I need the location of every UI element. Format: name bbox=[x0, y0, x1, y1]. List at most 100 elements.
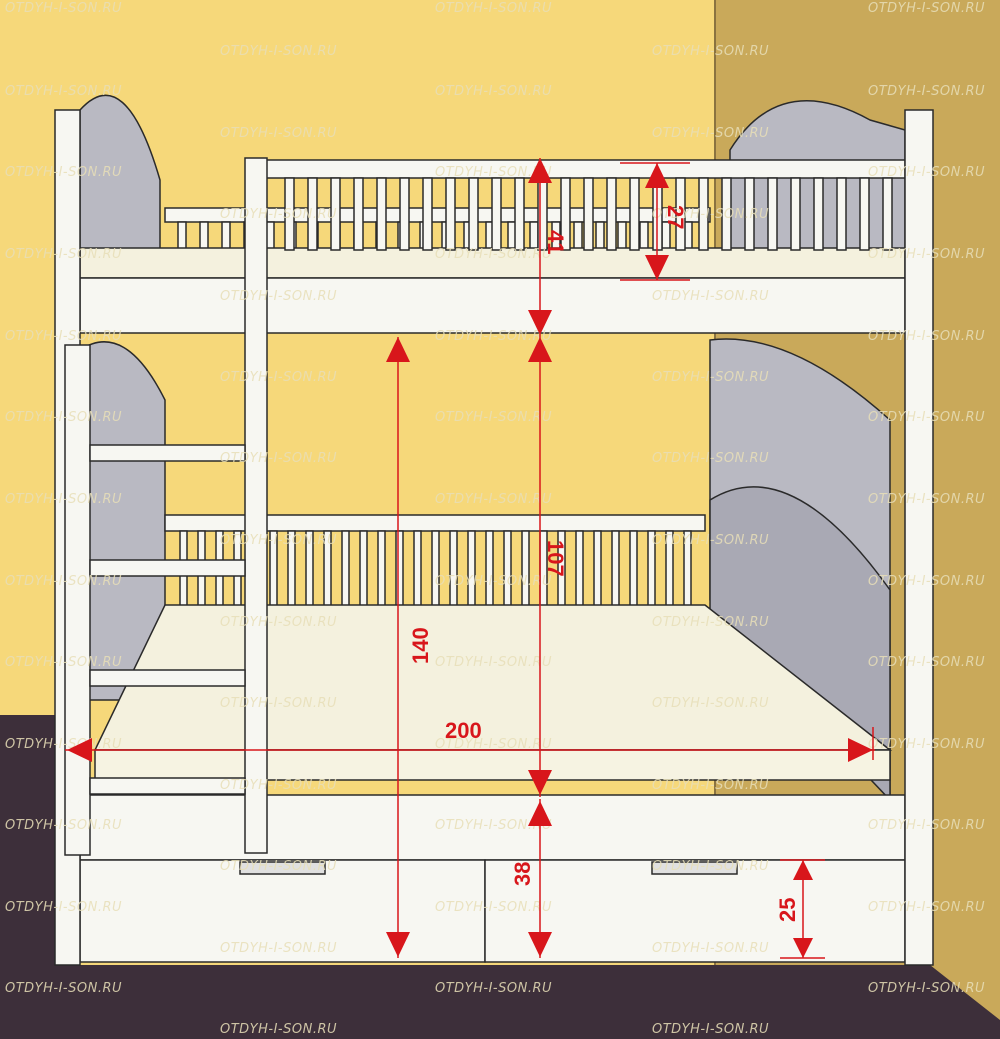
drawer-right bbox=[484, 859, 906, 963]
lower-back-slat bbox=[629, 530, 638, 607]
upper-back-rail bbox=[164, 207, 711, 223]
lower-back-slat bbox=[467, 530, 476, 607]
lower-back-slat bbox=[341, 530, 350, 607]
lower-back-slat bbox=[575, 530, 584, 607]
watermark-text: OTDYH-I-SON.RU bbox=[868, 165, 985, 180]
watermark-text: OTDYH-I-SON.RU bbox=[652, 941, 769, 956]
upper-back-slat bbox=[177, 221, 187, 251]
guard-slat bbox=[744, 177, 755, 251]
watermark-text: OTDYH-I-SON.RU bbox=[652, 533, 769, 548]
guard-slat bbox=[307, 177, 318, 251]
watermark-text: OTDYH-I-SON.RU bbox=[5, 574, 122, 589]
watermark-text: OTDYH-I-SON.RU bbox=[652, 126, 769, 141]
watermark-text: OTDYH-I-SON.RU bbox=[652, 370, 769, 385]
guard-slat bbox=[376, 177, 387, 251]
left-upper-headboard bbox=[79, 94, 161, 251]
watermark-text: OTDYH-I-SON.RU bbox=[5, 655, 122, 670]
lower-back-slat bbox=[593, 530, 602, 607]
watermark-text: OTDYH-I-SON.RU bbox=[868, 329, 985, 344]
watermark-text: OTDYH-I-SON.RU bbox=[652, 289, 769, 304]
watermark-text: OTDYH-I-SON.RU bbox=[5, 329, 122, 344]
watermark-text: OTDYH-I-SON.RU bbox=[868, 1, 985, 16]
watermark-text: OTDYH-I-SON.RU bbox=[435, 655, 552, 670]
watermark-text: OTDYH-I-SON.RU bbox=[5, 492, 122, 507]
ladder-left-rail bbox=[64, 344, 91, 856]
watermark-text: OTDYH-I-SON.RU bbox=[435, 410, 552, 425]
watermark-text: OTDYH-I-SON.RU bbox=[5, 247, 122, 262]
watermark-text: OTDYH-I-SON.RU bbox=[868, 410, 985, 425]
floor bbox=[0, 715, 1000, 1039]
ladder-right-rail bbox=[244, 157, 268, 854]
ladder-step-3 bbox=[89, 669, 246, 687]
guard-slat bbox=[813, 177, 824, 251]
watermark-text: OTDYH-I-SON.RU bbox=[652, 44, 769, 59]
watermark-text: OTDYH-I-SON.RU bbox=[868, 737, 985, 752]
watermark-text: OTDYH-I-SON.RU bbox=[652, 615, 769, 630]
guard-slat bbox=[422, 177, 433, 251]
guard-slat bbox=[721, 177, 732, 251]
watermark-text: OTDYH-I-SON.RU bbox=[868, 574, 985, 589]
upper-back-slat bbox=[595, 221, 605, 251]
watermark-text: OTDYH-I-SON.RU bbox=[435, 737, 552, 752]
lower-back-slat bbox=[611, 530, 620, 607]
dim-label-107: 107 bbox=[543, 540, 568, 577]
watermark-text: OTDYH-I-SON.RU bbox=[220, 778, 337, 793]
watermark-text: OTDYH-I-SON.RU bbox=[435, 981, 552, 996]
lower-mattress-front bbox=[94, 749, 891, 781]
right-front-post bbox=[904, 109, 934, 966]
upper-back-slat bbox=[529, 221, 539, 251]
watermark-text: OTDYH-I-SON.RU bbox=[5, 900, 122, 915]
upper-back-slat bbox=[639, 221, 649, 251]
watermark-text: OTDYH-I-SON.RU bbox=[868, 981, 985, 996]
guard-slat bbox=[836, 177, 847, 251]
watermark-text: OTDYH-I-SON.RU bbox=[652, 451, 769, 466]
watermark-text: OTDYH-I-SON.RU bbox=[220, 859, 337, 874]
watermark-text: OTDYH-I-SON.RU bbox=[435, 329, 552, 344]
drawer-right-handle bbox=[651, 861, 738, 875]
watermark-text: OTDYH-I-SON.RU bbox=[220, 696, 337, 711]
guard-slat bbox=[859, 177, 870, 251]
guard-slat bbox=[284, 177, 295, 251]
watermark-text: OTDYH-I-SON.RU bbox=[220, 44, 337, 59]
watermark-text: OTDYH-I-SON.RU bbox=[868, 900, 985, 915]
watermark-text: OTDYH-I-SON.RU bbox=[5, 165, 122, 180]
guard-slat bbox=[606, 177, 617, 251]
watermark-text: OTDYH-I-SON.RU bbox=[435, 1, 552, 16]
watermark-text: OTDYH-I-SON.RU bbox=[220, 126, 337, 141]
dim-label-140: 140 bbox=[408, 627, 433, 664]
watermark-text: OTDYH-I-SON.RU bbox=[868, 655, 985, 670]
guard-slat bbox=[767, 177, 778, 251]
upper-back-slat bbox=[573, 221, 583, 251]
watermark-text: OTDYH-I-SON.RU bbox=[868, 247, 985, 262]
lower-back-slat bbox=[413, 530, 422, 607]
watermark-text: OTDYH-I-SON.RU bbox=[652, 859, 769, 874]
guard-slat bbox=[698, 177, 709, 251]
dimension-lines bbox=[65, 158, 875, 959]
lower-back-slat bbox=[431, 530, 440, 607]
ladder-step-2 bbox=[89, 559, 246, 577]
guard-slat bbox=[675, 177, 686, 251]
watermark-text: OTDYH-I-SON.RU bbox=[868, 84, 985, 99]
watermark-text: OTDYH-I-SON.RU bbox=[5, 410, 122, 425]
guard-slats bbox=[284, 177, 893, 251]
watermark-text: OTDYH-I-SON.RU bbox=[220, 370, 337, 385]
guard-slat bbox=[882, 177, 893, 251]
dim-label-25: 25 bbox=[775, 898, 800, 922]
lower-back-slat bbox=[359, 530, 368, 607]
watermark-text: OTDYH-I-SON.RU bbox=[868, 492, 985, 507]
watermark-text: OTDYH-I-SON.RU bbox=[868, 818, 985, 833]
watermark-text: OTDYH-I-SON.RU bbox=[652, 207, 769, 222]
watermark-text: OTDYH-I-SON.RU bbox=[435, 247, 552, 262]
upper-back-slat bbox=[199, 221, 209, 251]
guard-slat bbox=[353, 177, 364, 251]
ladder-step-4 bbox=[89, 777, 246, 795]
watermark-text: OTDYH-I-SON.RU bbox=[220, 451, 337, 466]
upper-back-slat bbox=[617, 221, 627, 251]
drawer-left bbox=[79, 859, 486, 963]
guard-slat bbox=[399, 177, 410, 251]
lower-back-slats bbox=[179, 530, 692, 607]
watermark-text: OTDYH-I-SON.RU bbox=[220, 941, 337, 956]
watermark-text: OTDYH-I-SON.RU bbox=[652, 778, 769, 793]
watermark-text: OTDYH-I-SON.RU bbox=[220, 615, 337, 630]
